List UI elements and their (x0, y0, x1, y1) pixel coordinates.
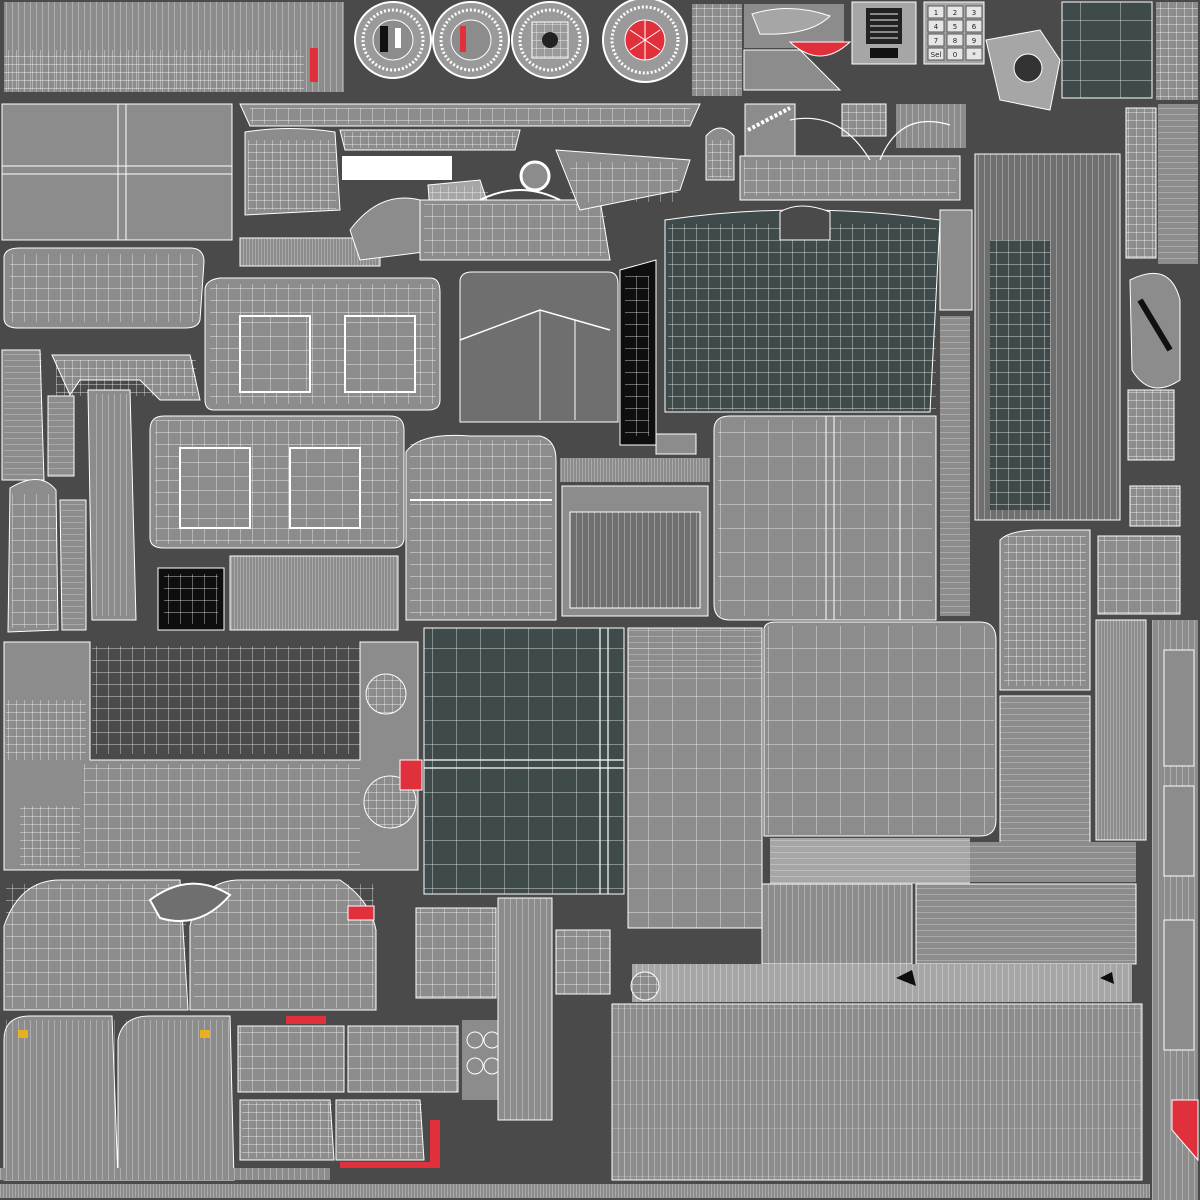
dial-ring-3 (511, 1, 589, 79)
keypad-key-label: 8 (953, 37, 957, 45)
small-parts-mid-top (705, 103, 966, 201)
seat-backs-bottom-left (3, 879, 377, 1011)
keypad-key (927, 19, 945, 33)
seat-cushions-bottom-left (3, 1015, 235, 1181)
floor-panel-mid-right (713, 415, 937, 621)
dial-ring-1 (354, 1, 432, 79)
keypad-key (965, 5, 983, 19)
keypad-key (965, 19, 983, 33)
dial-ring-2 (432, 1, 510, 79)
floor-panel-top-left (1, 103, 233, 241)
keypad-key-label: 4 (934, 23, 939, 31)
windshield-glass (664, 205, 941, 413)
long-bar-top (239, 103, 701, 127)
black-strip-vertical (619, 259, 657, 446)
seat-cushion-left (3, 247, 205, 329)
keypad-key (965, 47, 983, 61)
right-edge-parts (1125, 104, 1198, 527)
keypad-key (946, 47, 964, 61)
keypad-key (946, 19, 964, 33)
pillar-left-b (7, 389, 137, 633)
keypad-key-label: 0 (953, 51, 957, 59)
side-strip-panels-bottom-right (630, 842, 1137, 1002)
keypad-key-label: Sel (931, 51, 942, 59)
keypad-key (946, 5, 964, 19)
keypad-key-label: 1 (934, 9, 938, 17)
keypad-key-label: 5 (953, 23, 957, 31)
top-right-parts (985, 1, 1198, 111)
keypad-key (927, 5, 945, 19)
large-floor-panel-bottom (611, 1003, 1143, 1181)
bottom-thin-strips (0, 1168, 1150, 1198)
grille-panel-mid (149, 415, 405, 549)
door-panel-center (627, 627, 763, 929)
keypad-key-label: 2 (953, 9, 957, 17)
narrow-strips-mid (939, 209, 973, 616)
tall-side-panel-right (974, 153, 1121, 521)
keypad-key-label: 3 (972, 9, 976, 17)
floor-panel-left-lower (3, 641, 423, 871)
keypad-key (927, 33, 945, 47)
intercom-speaker-panel (851, 1, 917, 65)
pillar-left-a (1, 349, 201, 481)
top-left-strip-islands (4, 2, 344, 92)
vent-grille-strip (229, 555, 399, 631)
small-panels-bottom-center (237, 1016, 459, 1168)
grille-panel-left (204, 277, 441, 411)
keypad-key (927, 47, 945, 61)
keypad-key-label: 9 (972, 37, 976, 45)
small-parts-bottom-mid (415, 907, 502, 1100)
right-column-strips (1095, 619, 1199, 1200)
seat-shell-mid (405, 434, 557, 621)
keypad-key (965, 33, 983, 47)
keypad-key-label: 6 (972, 23, 977, 31)
misc-parts-row2 (339, 129, 691, 261)
seat-frame-mid (560, 433, 710, 617)
window-glass-lower (423, 627, 625, 895)
long-vertical-strips-bottom (497, 897, 611, 1121)
seat-right-small (999, 529, 1181, 845)
keypad-key-label: 7 (934, 37, 938, 45)
keypad-key (946, 33, 964, 47)
dial-ring-4-red (602, 0, 688, 83)
keypad-key-label: * (972, 51, 976, 59)
seat-back-block (459, 271, 619, 423)
door-panel-right (763, 621, 997, 884)
black-tile-block (157, 567, 225, 631)
small-parts-cluster-top (692, 4, 852, 96)
